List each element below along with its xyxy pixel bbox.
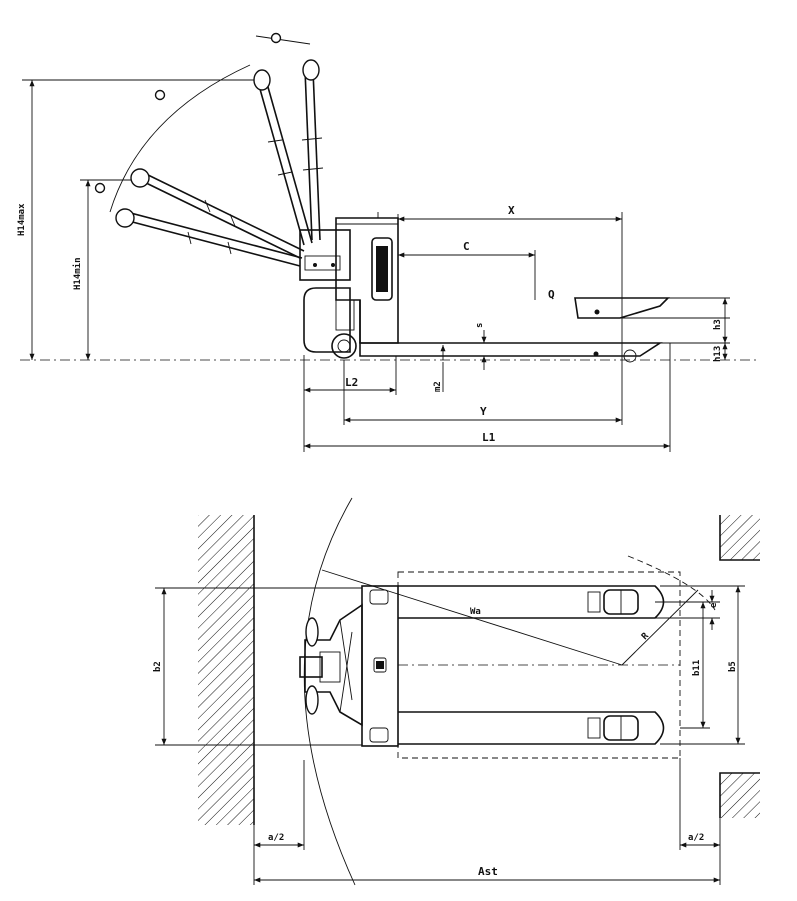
label-s: s: [475, 323, 485, 328]
dimension-a2-right: a/2: [679, 758, 721, 885]
tiller-top: [299, 603, 363, 727]
label-e: e: [709, 602, 719, 608]
drive-unit: [303, 287, 357, 359]
label-l2: L2: [345, 376, 358, 389]
dimension-x: X: [397, 204, 623, 425]
label-wa: Wa: [470, 607, 481, 617]
chassis-top: [361, 585, 399, 747]
raised-fork: [574, 297, 730, 319]
label-h3: h3: [713, 319, 723, 330]
label-y: Y: [480, 405, 487, 418]
label-c: C: [463, 240, 470, 253]
dimension-ast: Ast: [254, 865, 720, 883]
label-r: R: [640, 631, 651, 642]
tiller-swing-arc: [109, 64, 251, 213]
dimension-b2: b2: [153, 587, 362, 746]
label-a2-right: a/2: [688, 833, 704, 843]
label-b5: b5: [728, 661, 738, 672]
dimension-r: R: [621, 589, 699, 666]
side-view: H14max H14min: [17, 32, 760, 452]
dimension-b11: b11: [680, 601, 710, 729]
dimension-y: Y: [343, 360, 622, 425]
chassis-body: [335, 212, 399, 344]
dimension-l1: L1: [304, 343, 671, 452]
right-wall-top: [720, 515, 760, 560]
dimension-s: s: [475, 323, 487, 370]
tiller-pivot-head: [299, 229, 351, 281]
fork-tip-arc: [627, 555, 716, 611]
tiller-position-middle: [130, 168, 305, 259]
tiller-position-upper: [253, 69, 313, 246]
tiller-position-vertical: [301, 59, 324, 241]
top-view: Wa R e b2 b11: [153, 497, 760, 886]
dimension-l2: L2: [303, 355, 397, 452]
label-q: Q: [548, 288, 555, 301]
dimension-c: C: [398, 240, 536, 300]
left-wall: [198, 515, 254, 825]
label-b2: b2: [153, 661, 163, 672]
rotation-marker-line: [255, 35, 311, 45]
dimension-h3-h13: h3 h13: [660, 298, 730, 362]
tiller-position-lower: [115, 208, 303, 267]
dimension-a2-left: a/2: [253, 760, 305, 885]
dimension-wa: Wa: [321, 569, 623, 666]
dimension-h14min: H14min: [72, 179, 135, 360]
fork-side: [359, 342, 663, 363]
label-h13: h13: [713, 346, 723, 362]
label-ast: Ast: [478, 865, 498, 878]
dimension-m2: m2: [433, 345, 446, 392]
right-wall-bottom: [720, 773, 760, 818]
fork-lower: [398, 711, 665, 745]
dimension-b5: b5: [660, 585, 745, 745]
label-a2-left: a/2: [268, 833, 284, 843]
label-m2: m2: [433, 381, 443, 392]
label-h14max: H14max: [17, 203, 27, 236]
fork-upper: [398, 585, 665, 619]
label-b11: b11: [692, 660, 702, 676]
dimension-h14max: H14max: [17, 79, 255, 360]
label-l1: L1: [482, 431, 496, 444]
label-x: X: [508, 204, 515, 217]
dimension-e: e: [655, 590, 720, 630]
label-h14min: H14min: [72, 257, 83, 290]
rotation-symbol: [94, 32, 282, 194]
